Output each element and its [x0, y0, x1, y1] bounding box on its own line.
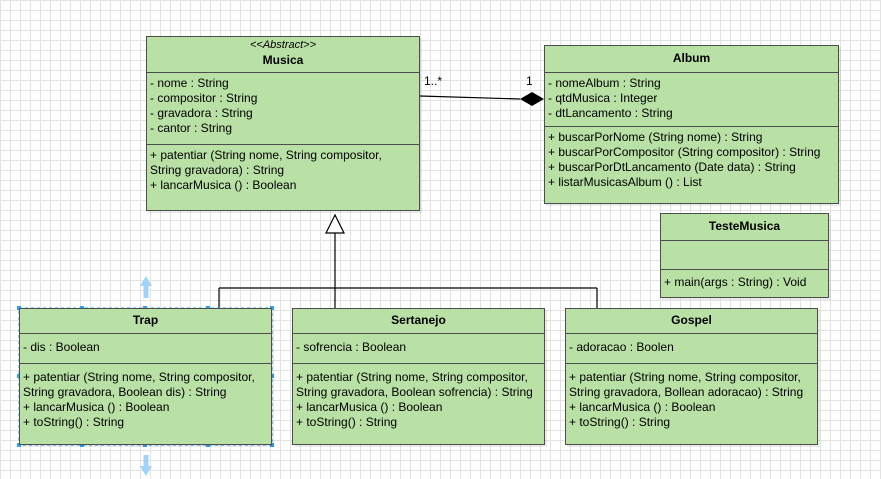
class-name: Trap [132, 313, 159, 327]
class-name: TesteMusica [708, 219, 781, 233]
class-sertanejo[interactable]: Sertanejo - sofrencia : Boolean + patent… [292, 308, 545, 445]
method: + toString() : String [569, 415, 671, 429]
attribute: - cantor : String [150, 121, 233, 135]
class-stereotype: <<Abstract>> [249, 39, 317, 51]
target-multiplicity: 1 [526, 74, 533, 88]
class-gospel[interactable]: Gospel - adoracao : Boolen + patentiar (… [565, 308, 818, 445]
method: + patentiar (String nome, String composi… [569, 370, 804, 399]
methods-section: + patentiar (String nome, String composi… [147, 145, 419, 196]
attributes-section: - dis : Boolean [20, 334, 271, 364]
resize-arrow-up-icon[interactable] [140, 276, 152, 286]
method: + main(args : String) : Void [664, 275, 807, 289]
class-name: Sertanejo [391, 313, 446, 327]
method: + lancarMusica () : Boolean [569, 400, 716, 414]
method: + patentiar (String nome, String composi… [23, 370, 255, 399]
attribute: - qtdMusica : Integer [548, 91, 658, 105]
method: + lancarMusica () : Boolean [150, 178, 297, 192]
class-musica[interactable]: <<Abstract>> Musica - nome : String - co… [146, 36, 420, 211]
class-header: Gospel [566, 309, 817, 334]
attributes-section: - nomeAlbum : String - qtdMusica : Integ… [545, 73, 838, 127]
attribute: - nome : String [150, 76, 229, 90]
attribute: - sofrencia : Boolean [296, 340, 407, 354]
composition-diamond [520, 92, 544, 106]
method: + listarMusicasAlbum () : List [548, 175, 702, 189]
class-header: TesteMusica [661, 214, 828, 241]
method: + toString() : String [296, 415, 398, 429]
attributes-section [661, 241, 828, 270]
class-header: Sertanejo [293, 309, 544, 334]
methods-section: + buscarPorNome (String nome) : String +… [545, 127, 838, 193]
class-name: Musica [262, 53, 304, 67]
method: + buscarPorCompositor (String compositor… [548, 145, 821, 159]
method: + patentiar (String nome, String composi… [150, 148, 382, 177]
class-name: Gospel [671, 313, 712, 327]
attributes-section: - sofrencia : Boolean [293, 334, 544, 364]
attribute: - nomeAlbum : String [548, 76, 661, 90]
attribute: - gravadora : String [150, 106, 253, 120]
composition-line[interactable] [419, 95, 521, 100]
methods-section: + patentiar (String nome, String composi… [293, 364, 544, 433]
methods-section: + main(args : String) : Void [661, 270, 828, 293]
method: + buscarPorNome (String nome) : String [548, 130, 763, 144]
attribute: - dtLancamento : String [548, 106, 673, 120]
class-name: Album [672, 51, 711, 65]
class-trap[interactable]: Trap - dis : Boolean + patentiar (String… [19, 308, 272, 445]
methods-section: + patentiar (String nome, String composi… [566, 364, 817, 433]
resize-arrow-down-icon[interactable] [140, 466, 152, 476]
class-header: <<Abstract>> Musica [147, 37, 419, 73]
method: + lancarMusica () : Boolean [23, 400, 170, 414]
methods-section: + patentiar (String nome, String composi… [20, 364, 271, 433]
method: + toString() : String [23, 415, 125, 429]
attribute: - compositor : String [150, 91, 258, 105]
class-album[interactable]: Album - nomeAlbum : String - qtdMusica :… [544, 45, 839, 204]
attributes-section: - adoracao : Boolen [566, 334, 817, 364]
attributes-section: - nome : String - compositor : String - … [147, 73, 419, 145]
class-testemusica[interactable]: TesteMusica + main(args : String) : Void [660, 213, 829, 298]
attribute: - adoracao : Boolen [569, 340, 674, 354]
method: + buscarPorDtLancamento (Date data) : St… [548, 160, 796, 174]
method: + lancarMusica () : Boolean [296, 400, 443, 414]
class-header: Trap [20, 309, 271, 334]
attribute: - dis : Boolean [23, 340, 100, 354]
class-header: Album [545, 46, 838, 73]
method: + patentiar (String nome, String composi… [296, 370, 533, 399]
source-multiplicity: 1..* [424, 74, 443, 88]
inheritance-arrowhead [325, 213, 345, 234]
